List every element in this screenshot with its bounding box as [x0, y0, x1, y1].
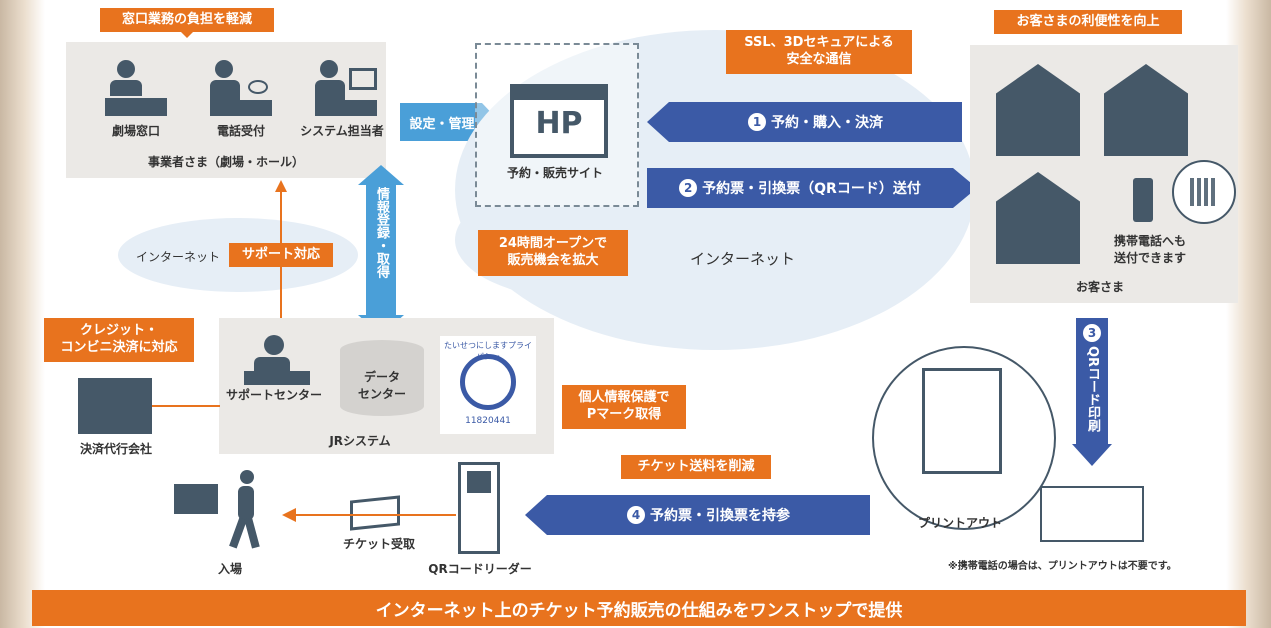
- hp-logo: HP: [535, 106, 583, 141]
- operator-tag: 窓口業務の負担を軽減: [100, 8, 274, 38]
- flow4-label: 予約票・引換票を持参: [650, 508, 790, 524]
- entry-connector: [296, 514, 456, 516]
- walking-person-icon: [228, 470, 264, 550]
- fee-tag: チケット送料を削減: [621, 455, 771, 479]
- entry-arrowhead: [282, 508, 296, 522]
- qr-code-icon: [1190, 178, 1218, 206]
- flow3-label: QRコード印刷: [1085, 346, 1100, 433]
- building-icon: [78, 378, 152, 434]
- role-system: システム担当者: [300, 124, 384, 138]
- flow2-number: 2: [679, 179, 698, 197]
- printout-note: ※携帯電話の場合は、プリントアウトは不要です。: [948, 561, 1177, 572]
- open-24h-tag: 24時間オープンで 販売機会を拡大: [478, 230, 628, 276]
- qr-bubble: [1172, 160, 1236, 224]
- role-phone: 電話受付: [216, 124, 265, 138]
- gate-icon: [174, 484, 218, 514]
- support-tag: サポート対応: [229, 243, 333, 267]
- banner-text: インターネット上のチケット予約販売の仕組みをワンストップで提供: [375, 600, 903, 621]
- flow2-arrow: 2 予約票・引換票（QRコード）送付: [647, 168, 977, 208]
- flow4-arrow: 4 予約票・引換票を持参: [525, 495, 870, 535]
- printer-icon: [1040, 486, 1144, 542]
- payment-tag: クレジット・ コンビニ決済に対応: [44, 318, 194, 362]
- support-center-icon: [244, 335, 310, 385]
- ticket-receive-label: チケット受取: [342, 537, 415, 551]
- document-icon: [922, 368, 1002, 474]
- phone-operator-icon: [210, 60, 272, 116]
- flow3-arrow: 3 QRコード印刷: [1072, 318, 1112, 468]
- hp-caption: 予約・販売サイト: [506, 166, 603, 180]
- info-arrow: 情報登録・取得: [358, 165, 404, 335]
- customer-tag: お客さまの利便性を向上: [994, 10, 1182, 34]
- pmark-tag: 個人情報保護で Pマーク取得: [562, 385, 686, 429]
- database-icon: [340, 340, 424, 416]
- qr-reader-icon: [458, 462, 500, 554]
- internet-label: インターネット: [690, 250, 796, 268]
- system-admin-icon: [315, 60, 377, 116]
- flow1-number: 1: [748, 113, 766, 131]
- mobile-phone-icon: [1133, 178, 1153, 222]
- privacy-p-icon: [460, 354, 516, 410]
- payment-caption: 決済代行会社: [79, 442, 152, 456]
- entry-label: 入場: [217, 562, 242, 576]
- jr-caption: JRシステム: [329, 434, 391, 448]
- role-box-office: 劇場窓口: [111, 124, 160, 138]
- operator-tag-text: 窓口業務の負担を軽減: [121, 11, 252, 27]
- reader-label: QRコードリーダー: [428, 562, 532, 576]
- ssl-tag: SSL、3Dセキュアによる 安全な通信: [726, 30, 912, 74]
- operator-caption: 事業者さま（劇場・ホール）: [147, 155, 304, 169]
- customer-caption: お客さま: [1075, 280, 1124, 294]
- bottom-banner: インターネット上のチケット予約販売の仕組みをワンストップで提供: [32, 590, 1246, 626]
- browser-icon: HP: [510, 84, 608, 158]
- printout-caption: プリントアウト: [917, 516, 1002, 530]
- info-label: 情報登録・取得: [374, 187, 389, 278]
- mobile-note: 携帯電話へも 送付できます: [1113, 234, 1186, 265]
- ticket-icon: [350, 495, 400, 531]
- privacy-mark: たいせつにしますプライバシー 11820441: [440, 336, 536, 434]
- privacy-number: 11820441: [465, 416, 511, 426]
- flow3-number: 3: [1083, 324, 1101, 342]
- payment-link: [152, 405, 220, 407]
- data-center-label: データ センター: [357, 370, 406, 401]
- support-center-label: サポートセンター: [225, 388, 322, 402]
- box-office-icon: [105, 60, 167, 116]
- flow1-label: 予約・購入・決済: [771, 115, 883, 131]
- flow4-number: 4: [627, 506, 645, 524]
- settings-label: 設定・管理: [409, 117, 475, 132]
- flow2-label: 予約票・引換票（QRコード）送付: [702, 181, 921, 197]
- flow1-arrow: 1 予約・購入・決済: [647, 102, 962, 142]
- left-internet-label: インターネット: [135, 250, 220, 264]
- support-arrowhead: [275, 180, 287, 192]
